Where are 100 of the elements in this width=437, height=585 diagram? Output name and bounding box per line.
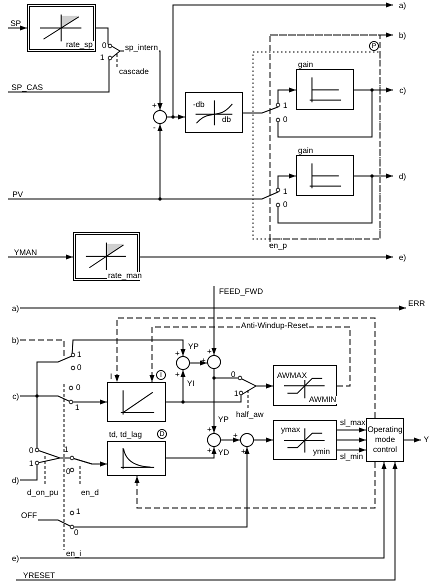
signal-name: a) bbox=[393, 0, 407, 10]
diagram-label: + bbox=[207, 426, 212, 434]
diagram-label: 1 bbox=[64, 446, 68, 454]
signal-arrow bbox=[242, 88, 296, 114]
edge-label: YP bbox=[217, 416, 230, 424]
signal-arrow bbox=[8, 174, 296, 200]
diagram-label: 0 bbox=[231, 371, 236, 379]
signal-name: ERR bbox=[406, 298, 426, 308]
function-block bbox=[27, 4, 96, 52]
diagram-label: + bbox=[152, 102, 157, 110]
function-block bbox=[73, 232, 140, 281]
function-block bbox=[273, 365, 337, 406]
signal-arrow bbox=[166, 446, 216, 458]
diagram-label: + bbox=[201, 357, 206, 365]
edge-label: sl_min bbox=[339, 453, 364, 461]
block-label: Operating mode control bbox=[366, 425, 404, 455]
summing-junction bbox=[176, 356, 190, 370]
signal-arrow bbox=[140, 254, 394, 260]
signal-name: FEED_FWD bbox=[212, 286, 264, 296]
diagram-label: + bbox=[233, 432, 238, 440]
diagram-label: 1 bbox=[283, 102, 288, 110]
diagram-label: 1 bbox=[75, 404, 80, 412]
signal-name: SP bbox=[8, 19, 22, 28]
diagram-label: I bbox=[110, 373, 112, 381]
diagram-label: - bbox=[153, 124, 156, 132]
signal-name: YMAN bbox=[8, 248, 38, 257]
signal-name: c) bbox=[393, 85, 407, 95]
diagram-label: + bbox=[207, 348, 212, 356]
diagram-label: half_aw bbox=[236, 411, 264, 419]
block-label: AWMAX bbox=[276, 372, 308, 380]
function-block bbox=[273, 420, 337, 460]
block-label: ymax bbox=[280, 426, 302, 434]
diagram-label: 0 bbox=[76, 384, 80, 392]
diagram-label: 0 bbox=[283, 116, 288, 124]
signal-arrow bbox=[8, 254, 74, 260]
signal-arrow bbox=[16, 462, 398, 580]
signal-name: YRESET bbox=[16, 570, 56, 580]
diagram-label: en_d bbox=[81, 489, 99, 497]
signal-name: a) bbox=[6, 303, 20, 313]
block-label: AWMIN bbox=[308, 396, 338, 404]
block-label: db bbox=[221, 116, 232, 124]
signal-name: b) bbox=[393, 30, 407, 40]
signal-arrow bbox=[212, 368, 216, 434]
signal-name: SP_CAS bbox=[8, 83, 44, 92]
signal-arrow bbox=[8, 26, 28, 30]
edge-label: YI bbox=[186, 380, 196, 388]
summing-junction bbox=[207, 355, 221, 369]
edge-label: YD bbox=[217, 449, 230, 457]
signal-arrow bbox=[354, 88, 394, 92]
diagram-label: 0 bbox=[29, 447, 34, 455]
diagram-label: cascade bbox=[119, 68, 149, 76]
diagram-label: + bbox=[241, 448, 246, 456]
edge-label: sp_intern bbox=[124, 44, 159, 52]
signal-arrow bbox=[38, 446, 250, 528]
signal-arrow bbox=[254, 438, 274, 442]
signal-arrow bbox=[20, 458, 108, 480]
signal-name: e) bbox=[6, 553, 20, 563]
signal-name: d) bbox=[393, 171, 407, 181]
block-label: rate_sp bbox=[65, 41, 94, 49]
signal-arrow bbox=[220, 438, 240, 442]
signal-name: OFF bbox=[16, 510, 38, 520]
signal-arrow bbox=[166, 384, 274, 402]
signal-name: Y bbox=[421, 434, 430, 444]
block-label: -db bbox=[192, 101, 206, 109]
diagram-label: 1 bbox=[77, 351, 82, 359]
signal-arrow bbox=[134, 462, 376, 508]
diagram-label: + bbox=[175, 350, 180, 358]
diagram-label: 1 bbox=[76, 508, 80, 516]
signal-arrow bbox=[336, 428, 366, 432]
signal-name: b) bbox=[6, 335, 20, 345]
signal-arrow bbox=[166, 2, 394, 118]
summing-junction bbox=[240, 433, 254, 447]
signal-name: PV bbox=[8, 190, 24, 199]
diagram-label: 1 bbox=[283, 188, 288, 196]
block-label: gain bbox=[297, 147, 314, 155]
edge-label: sl_max bbox=[339, 419, 366, 427]
block-label: td, td_lag bbox=[108, 431, 143, 439]
diagram-label: 0 bbox=[283, 201, 288, 209]
signal-arrow bbox=[354, 174, 394, 178]
summing-junction bbox=[153, 110, 167, 124]
diagram-label: 0 bbox=[74, 529, 78, 537]
diagram-label: 0 bbox=[102, 42, 106, 50]
summing-junction bbox=[207, 433, 221, 447]
edge-label: Anti-Windup-Reset bbox=[240, 322, 310, 330]
function-block bbox=[185, 92, 243, 133]
signal-name: c) bbox=[6, 391, 20, 401]
edge-label: YP bbox=[187, 343, 200, 351]
signal-arrow bbox=[20, 306, 406, 310]
signal-name: e) bbox=[393, 252, 407, 262]
diagram-label: 0 bbox=[77, 364, 82, 372]
signal-arrow bbox=[212, 286, 216, 356]
signal-arrow bbox=[114, 318, 376, 418]
signal-arrow bbox=[20, 462, 386, 558]
diagram-label: en_i bbox=[66, 550, 82, 558]
diagram-label: + bbox=[207, 447, 212, 455]
signal-arrow bbox=[336, 438, 366, 442]
block-label: gain bbox=[297, 61, 314, 69]
signal-arrow bbox=[190, 360, 208, 366]
signal-arrow bbox=[336, 448, 366, 452]
signal-arrow bbox=[404, 438, 422, 442]
